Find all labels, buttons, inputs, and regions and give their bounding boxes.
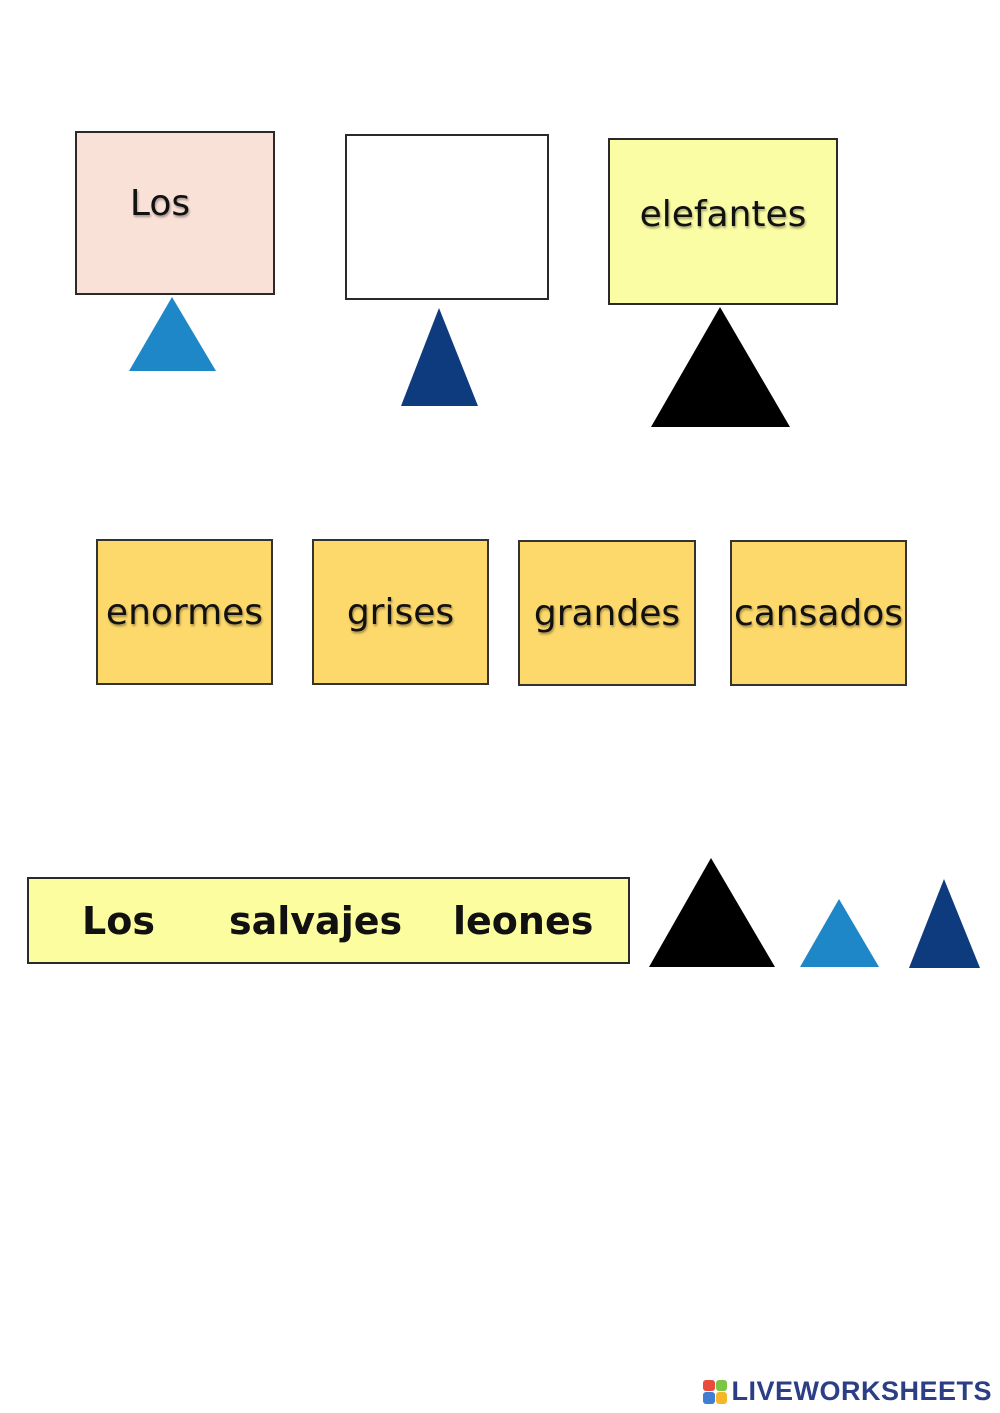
article-label: Los bbox=[129, 182, 191, 224]
word-tile-label: grises bbox=[346, 591, 455, 633]
word-tile-label: cansados bbox=[733, 592, 904, 634]
brand-text: LIVEWORKSHEETS bbox=[731, 1376, 992, 1406]
sentence-strip: Los salvajes leones bbox=[27, 877, 630, 964]
strip-word-los: Los bbox=[82, 899, 155, 943]
word-tile-label: grandes bbox=[533, 592, 681, 634]
liveworksheets-logo-icon bbox=[703, 1379, 728, 1404]
word-tile-label: enormes bbox=[105, 591, 264, 633]
black-triangle-icon bbox=[651, 307, 790, 427]
dark-blue-triangle-icon bbox=[401, 308, 478, 407]
article-box[interactable]: Los bbox=[75, 131, 275, 295]
black-triangle-icon bbox=[649, 858, 775, 967]
light-blue-triangle-icon bbox=[800, 899, 879, 968]
noun-box[interactable]: elefantes bbox=[608, 138, 838, 305]
light-blue-triangle-icon bbox=[129, 297, 216, 373]
word-tile-cansados[interactable]: cansados bbox=[730, 540, 907, 686]
noun-label: elefantes bbox=[639, 194, 807, 235]
strip-word-salvajes: salvajes bbox=[229, 899, 403, 943]
word-tile-grandes[interactable]: grandes bbox=[518, 540, 696, 686]
empty-drop-box[interactable] bbox=[345, 134, 549, 300]
liveworksheets-brand: LIVEWORKSHEETS bbox=[703, 1376, 992, 1407]
strip-word-leones: leones bbox=[453, 899, 594, 943]
word-tile-grises[interactable]: grises bbox=[312, 539, 489, 685]
word-tile-enormes[interactable]: enormes bbox=[96, 539, 273, 685]
dark-blue-triangle-icon bbox=[909, 879, 980, 969]
